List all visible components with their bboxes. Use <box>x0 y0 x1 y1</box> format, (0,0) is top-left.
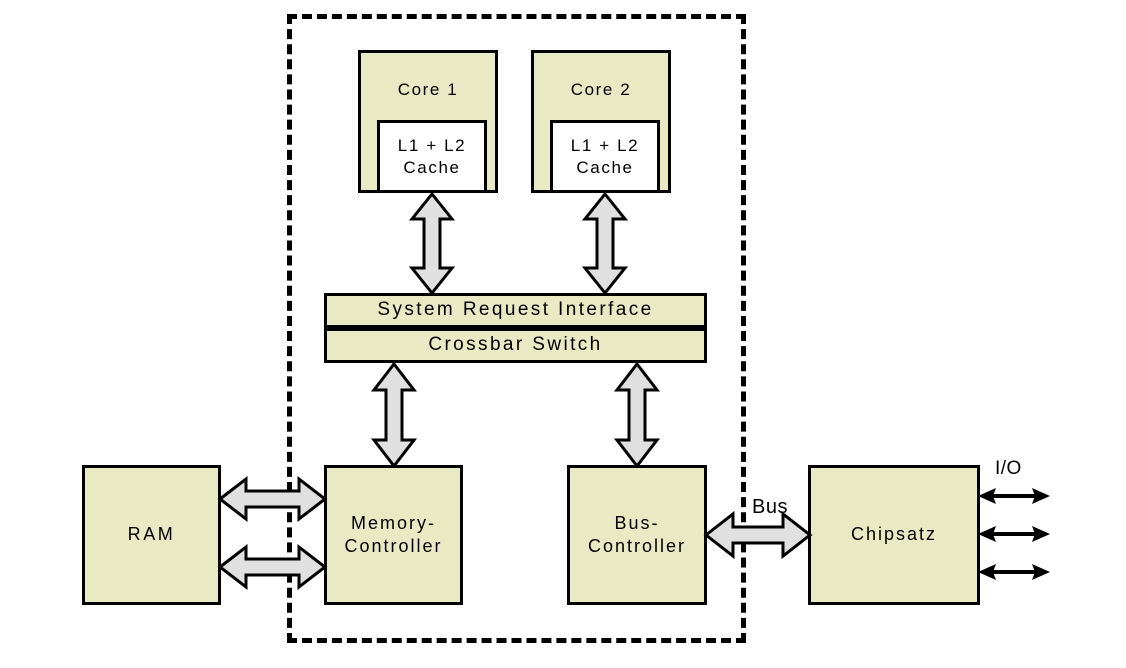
io-connector-label: I/O <box>995 458 1022 479</box>
chipset-io-arrow-1 <box>978 487 1050 505</box>
bus-controller-box: Bus- Controller <box>567 465 707 605</box>
ram-to-memory-controller-upper-arrow <box>217 475 328 523</box>
core-2-cache-line-2: Cache <box>576 157 634 177</box>
crossbar-to-memory-controller-arrow <box>370 361 418 469</box>
core-1-title: Core 1 <box>397 80 459 99</box>
ram-label: RAM <box>127 524 176 545</box>
core-2-cache-line-1: L1 + L2 <box>570 135 640 155</box>
system-request-interface-label: System Request Interface <box>377 299 654 321</box>
chipset-io-arrow-2 <box>978 525 1050 543</box>
core-1-cache-line-1: L1 + L2 <box>397 135 467 155</box>
system-request-interface-box: System Request Interface <box>324 293 707 328</box>
cpu-die-boundary <box>287 14 746 643</box>
crossbar-switch-label: Crossbar Switch <box>428 334 603 356</box>
memory-controller-box: Memory- Controller <box>324 465 463 605</box>
core-2-title: Core 2 <box>570 80 632 99</box>
chipset-label: Chipsatz <box>850 524 938 545</box>
chipset-box: Chipsatz <box>808 465 980 605</box>
bus-controller-line-2: Controller <box>587 536 687 556</box>
memory-controller-line-2: Controller <box>344 536 443 556</box>
crossbar-to-bus-controller-arrow <box>613 361 661 469</box>
core-1-cache-line-2: Cache <box>403 157 461 177</box>
chipset-io-arrow-3 <box>978 563 1050 581</box>
ram-to-memory-controller-lower-arrow <box>217 543 328 591</box>
memory-controller-line-1: Memory- <box>351 512 436 533</box>
core2-to-sri-arrow <box>581 191 629 296</box>
core-2-cache-box: L1 + L2 Cache <box>550 120 660 193</box>
crossbar-switch-box: Crossbar Switch <box>324 328 707 363</box>
bus-controller-line-1: Bus- <box>614 512 660 533</box>
bus-controller-to-chipset-arrow <box>703 510 813 560</box>
bus-connector-label: Bus <box>752 496 788 518</box>
ram-box: RAM <box>82 465 221 605</box>
core1-to-sri-arrow <box>408 191 456 296</box>
core-1-cache-box: L1 + L2 Cache <box>377 120 487 193</box>
